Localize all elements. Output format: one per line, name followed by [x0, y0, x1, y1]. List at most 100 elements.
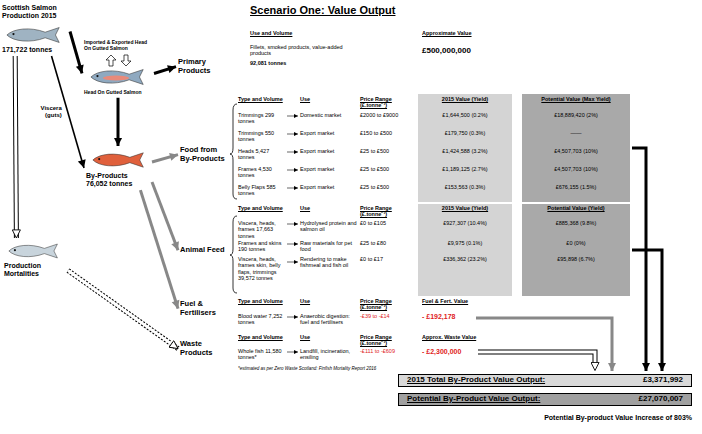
table-cell: £0 (0%) — [522, 240, 630, 246]
total-box: Potential By-Product Value Output:£27,07… — [398, 393, 692, 406]
node-text: Waste Products — [180, 340, 228, 357]
connector — [118, 98, 119, 146]
table-cell: Viscera, heads, frames skin, belly flaps… — [238, 256, 284, 281]
table-cell: £0 to £17 — [360, 256, 414, 262]
table-cell: £179,750 (0.3%) — [418, 130, 512, 136]
connector — [154, 67, 176, 74]
table-cell: £4,507,703 (10%) — [522, 166, 630, 172]
connector-line — [70, 32, 82, 74]
table-cell: Belly Flaps 585 tonnes — [238, 184, 284, 197]
table-cell: Export market — [300, 166, 358, 172]
total-arrow — [632, 148, 646, 371]
column-header: Type and Volume — [238, 298, 284, 304]
import-arrow — [106, 55, 116, 66]
value-band — [522, 204, 630, 296]
connector-line — [117, 98, 120, 146]
table-cell: Frames 4,530 tonnes — [238, 166, 284, 179]
connector-line — [140, 190, 178, 309]
table-cell: Trimmings 299 tonnes — [238, 112, 284, 125]
column-header: Type and Volume — [238, 96, 284, 102]
total-arrow — [632, 250, 662, 371]
table-cell: £2000 to £9000 — [360, 112, 414, 118]
table-cell: Landfill, incineration, ensiling — [300, 348, 358, 361]
table-cell: Viscera, heads, frames 17,663 tonnes — [238, 220, 284, 239]
table-cell: Trimmings 550 tonnes — [238, 130, 284, 143]
section-label: Animal Feed — [180, 246, 228, 255]
gutted-cavity — [103, 76, 129, 81]
table-cell: -£39 to -£14 — [360, 313, 414, 319]
table-cell: £927,307 (10.4%) — [418, 220, 512, 226]
edge-label: Viscera (guts) — [33, 104, 63, 120]
fish-node: Scottish Salmon Production 2015 171,722 t… — [2, 4, 68, 54]
salmon-figure — [93, 153, 143, 167]
row-arrow — [287, 116, 298, 352]
column-header: Price Range (£.tonne⁻¹) — [360, 96, 414, 109]
table-cell: Raw materials for pet food — [300, 240, 358, 253]
column-header: Approx. Waste Value — [422, 334, 512, 340]
column-header: Potential Value (Max Yield) — [522, 96, 630, 102]
node-text: Potential By-Product Value Output: — [407, 394, 540, 403]
column-header: Price Range (£.tonne⁻¹) — [360, 205, 414, 218]
total-arrow — [478, 352, 595, 364]
connector-line — [154, 67, 176, 74]
node-text: £3,371,992 — [643, 375, 683, 384]
column-header: Use and Volume — [250, 30, 360, 36]
column-header: Use — [300, 298, 358, 304]
fish-node: By-Products 76,052 tonnes — [86, 148, 150, 188]
value-figure: - £2,300,000 — [422, 348, 512, 356]
connector-line — [68, 270, 178, 348]
table-cell: Frames and skins 190 tonnes — [238, 240, 284, 253]
connector-outline — [15, 56, 16, 238]
table-cell: £1,189,125 (2.7%) — [418, 166, 512, 172]
salmon-figure — [9, 244, 58, 258]
value-figure: - £192,178 — [422, 313, 512, 321]
node-text: Primary Products — [178, 58, 238, 75]
table-cell: £153,563 (0.3%) — [418, 184, 512, 190]
salmon-figure — [91, 70, 143, 85]
node-text: Head On Gutted Salmon — [84, 90, 152, 96]
node-text: Scottish Salmon Production 2015 — [2, 4, 68, 22]
table-cell: £25 to £500 — [360, 184, 414, 190]
table-cell: £9,975 (0.1%) — [418, 240, 512, 246]
column-header: Use — [300, 334, 358, 340]
total-arrow — [476, 318, 612, 371]
node-text: 2015 Total By-Product Value Output: — [407, 375, 545, 384]
value-band — [418, 204, 512, 296]
table-cell: £25 to £80 — [360, 240, 414, 246]
value-figure: £500,000,000 — [422, 46, 522, 55]
fish-node: Production Mortalities — [4, 240, 66, 278]
node-text: Animal Feed — [180, 246, 228, 255]
table-cell: Blood water 7,252 tonnes — [238, 313, 284, 326]
section-label: Fuel & Fertilisers — [180, 300, 228, 317]
table-cell: £4,507,703 (10%) — [522, 148, 630, 154]
node-text: Production Mortalities — [4, 262, 66, 278]
table-cell: £885,368 (9.8%) — [522, 220, 630, 226]
table-cell: Anaerobic digestion: fuel and fertiliser… — [300, 313, 358, 326]
node-text: 171,722 tonnes — [2, 46, 68, 54]
section-label: Waste Products — [180, 340, 228, 357]
column-header: Fuel & Fert. Value — [422, 298, 512, 304]
column-header: Use — [300, 205, 358, 211]
connector — [140, 190, 178, 309]
table-cell: Rendering to make fishmeal and fish oil — [300, 256, 358, 269]
footnote: *estimated as per Zero Waste Scotland: F… — [238, 366, 413, 371]
node-text: Food from By-Products — [180, 146, 228, 163]
column-header: Price Range (£.tonne⁻¹) — [360, 298, 414, 311]
diagram-title: Scenario One: Value Output — [250, 4, 395, 17]
table-cell: £18,889,420 (2%) — [522, 112, 630, 118]
connector-line — [15, 56, 16, 238]
table-cell: 92,081 tonnes — [250, 60, 360, 66]
table-cell: Domestic market — [300, 112, 358, 118]
brace — [230, 216, 237, 293]
table-cell: Export market — [300, 130, 358, 136]
table-cell: £336,362 (23.2%) — [418, 256, 512, 262]
column-header: Potential Value (Yield) — [522, 205, 630, 211]
section-label: Primary Products — [178, 58, 238, 75]
salmon-figure — [7, 28, 59, 43]
connector — [152, 155, 178, 162]
connector-line — [152, 155, 178, 162]
export-arrow — [121, 55, 131, 66]
section-label: Food from By-Products — [180, 146, 228, 163]
table-cell: £1,644,500 (0.2%) — [418, 112, 512, 118]
column-header: Use — [300, 96, 358, 102]
